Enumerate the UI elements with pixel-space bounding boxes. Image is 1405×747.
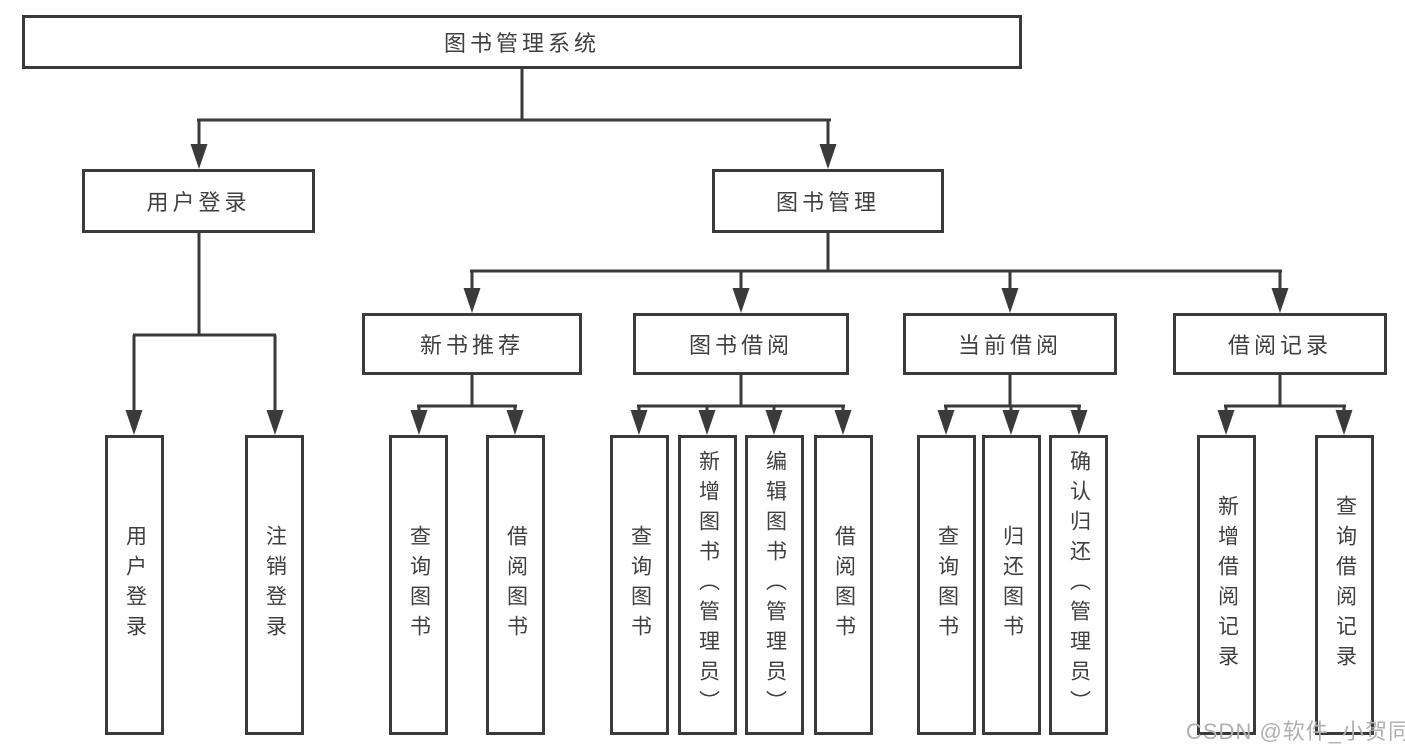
leaf-confirm-return-admin: 确认归还（管理员）	[1049, 435, 1108, 735]
node-label: 借阅记录	[1227, 333, 1332, 358]
node-label: 图书管理	[775, 190, 880, 215]
node-label: 当前借阅	[957, 333, 1062, 358]
node-user-login: 用户登录	[82, 169, 315, 233]
leaf-label: 编辑图书（管理员）	[763, 450, 787, 720]
leaf-edit-books-admin: 编辑图书（管理员）	[745, 435, 804, 735]
leaf-return-books: 归还图书	[982, 435, 1041, 735]
node-borrowing-records: 借阅记录	[1173, 313, 1387, 375]
leaf-query-books-1: 查询图书	[389, 435, 448, 735]
leaf-query-books-2: 查询图书	[610, 435, 669, 735]
leaf-borrow-books-2: 借阅图书	[814, 435, 873, 735]
leaf-label: 借阅图书	[832, 525, 856, 645]
leaf-add-borrow-record: 新增借阅记录	[1197, 435, 1256, 735]
leaf-label: 注销登录	[263, 525, 287, 645]
leaf-label: 用户登录	[123, 525, 147, 645]
leaf-label: 归还图书	[1000, 525, 1024, 645]
leaf-label: 新增借阅记录	[1215, 495, 1239, 675]
node-current-borrowing: 当前借阅	[903, 313, 1117, 375]
leaf-label: 借阅图书	[504, 525, 528, 645]
leaf-label: 查询图书	[407, 525, 431, 645]
node-library-system: 图书管理系统	[22, 15, 1022, 69]
leaf-query-borrow-record: 查询借阅记录	[1315, 435, 1374, 735]
leaf-logout: 注销登录	[245, 435, 304, 735]
leaf-query-books-3: 查询图书	[917, 435, 976, 735]
node-book-borrowing: 图书借阅	[633, 313, 849, 375]
node-label: 用户登录	[146, 190, 251, 215]
leaf-user-login: 用户登录	[105, 435, 164, 735]
node-label: 图书管理系统	[443, 31, 600, 56]
leaf-label: 查询图书	[628, 525, 652, 645]
leaf-add-books-admin: 新增图书（管理员）	[678, 435, 737, 735]
leaf-label: 查询图书	[935, 525, 959, 645]
node-book-management: 图书管理	[712, 169, 944, 233]
node-new-book-recommend: 新书推荐	[362, 313, 582, 375]
leaf-label: 新增图书（管理员）	[696, 450, 720, 720]
leaf-label: 确认归还（管理员）	[1067, 450, 1091, 720]
csdn-watermark: CSDN @软件_小贺同学	[1186, 719, 1405, 744]
node-label: 新书推荐	[419, 333, 524, 358]
leaf-borrow-books-1: 借阅图书	[486, 435, 545, 735]
leaf-label: 查询借阅记录	[1333, 495, 1357, 675]
node-label: 图书借阅	[688, 333, 793, 358]
